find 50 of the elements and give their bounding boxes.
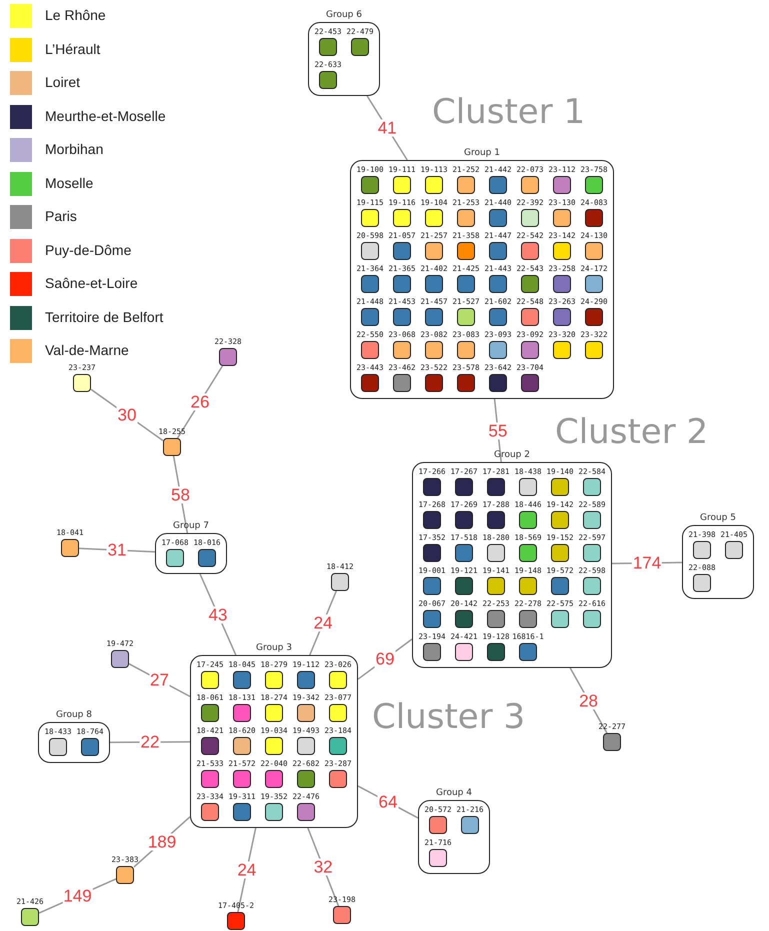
edge-label: 24 (236, 862, 258, 878)
group-heading: Group 8 (55, 709, 93, 721)
group-heading: Group 3 (255, 642, 293, 654)
connector-line (237, 828, 256, 912)
group-heading: Group 1 (463, 147, 501, 159)
edge-label: 26 (190, 394, 210, 410)
connector-line (366, 96, 408, 160)
group-heading: Group 2 (493, 449, 531, 461)
edge-label: 189 (146, 833, 178, 850)
connector-line (307, 828, 340, 906)
edge-label: 58 (170, 486, 191, 503)
legend-label: Paris (45, 208, 77, 224)
legend-label: Puy-de-Dôme (45, 242, 132, 258)
connector-line (309, 590, 337, 656)
connector-line (110, 741, 190, 744)
legend-label: Morbihan (45, 141, 104, 157)
connector-line (78, 548, 156, 553)
connector-line (494, 398, 502, 462)
cluster-label: Cluster 2 (555, 412, 708, 452)
connector-line (172, 456, 188, 534)
edge-label: 149 (62, 888, 93, 904)
legend-label: Moselle (45, 174, 94, 190)
legend-label: Saône-et-Loire (45, 275, 138, 291)
group-heading: Group 7 (172, 520, 210, 532)
legend-label: Meurthe-et-Moselle (45, 108, 166, 124)
edge-label: 30 (116, 406, 138, 424)
legend-label: Loiret (45, 74, 80, 90)
edge-label: 28 (578, 692, 599, 709)
cluster-label: Cluster 3 (372, 697, 526, 737)
group-heading: Group 6 (325, 9, 363, 21)
legend-label: Val-de-Marne (45, 342, 129, 358)
edge-label: 41 (376, 120, 398, 136)
edge-label: 69 (374, 650, 396, 668)
connector-line (128, 663, 190, 698)
cluster-label: Cluster 1 (432, 92, 586, 132)
legend-label: L’Hérault (45, 40, 100, 56)
edge-label: 31 (106, 542, 128, 559)
connector-line (199, 574, 236, 656)
legend-label: Le Rhône (45, 7, 106, 23)
edge-label: 24 (312, 614, 334, 632)
edge-label: 64 (378, 793, 398, 810)
edge-label: 27 (149, 672, 170, 689)
edge-label: 32 (312, 858, 334, 876)
group-heading: Group 4 (435, 787, 473, 799)
group-heading: Group 5 (699, 512, 737, 524)
edge-label: 43 (207, 606, 228, 623)
legend-label: Territoire de Belfort (45, 308, 164, 324)
connector-line (176, 366, 224, 438)
connector-line (90, 388, 164, 442)
edge-label: 55 (487, 422, 508, 439)
